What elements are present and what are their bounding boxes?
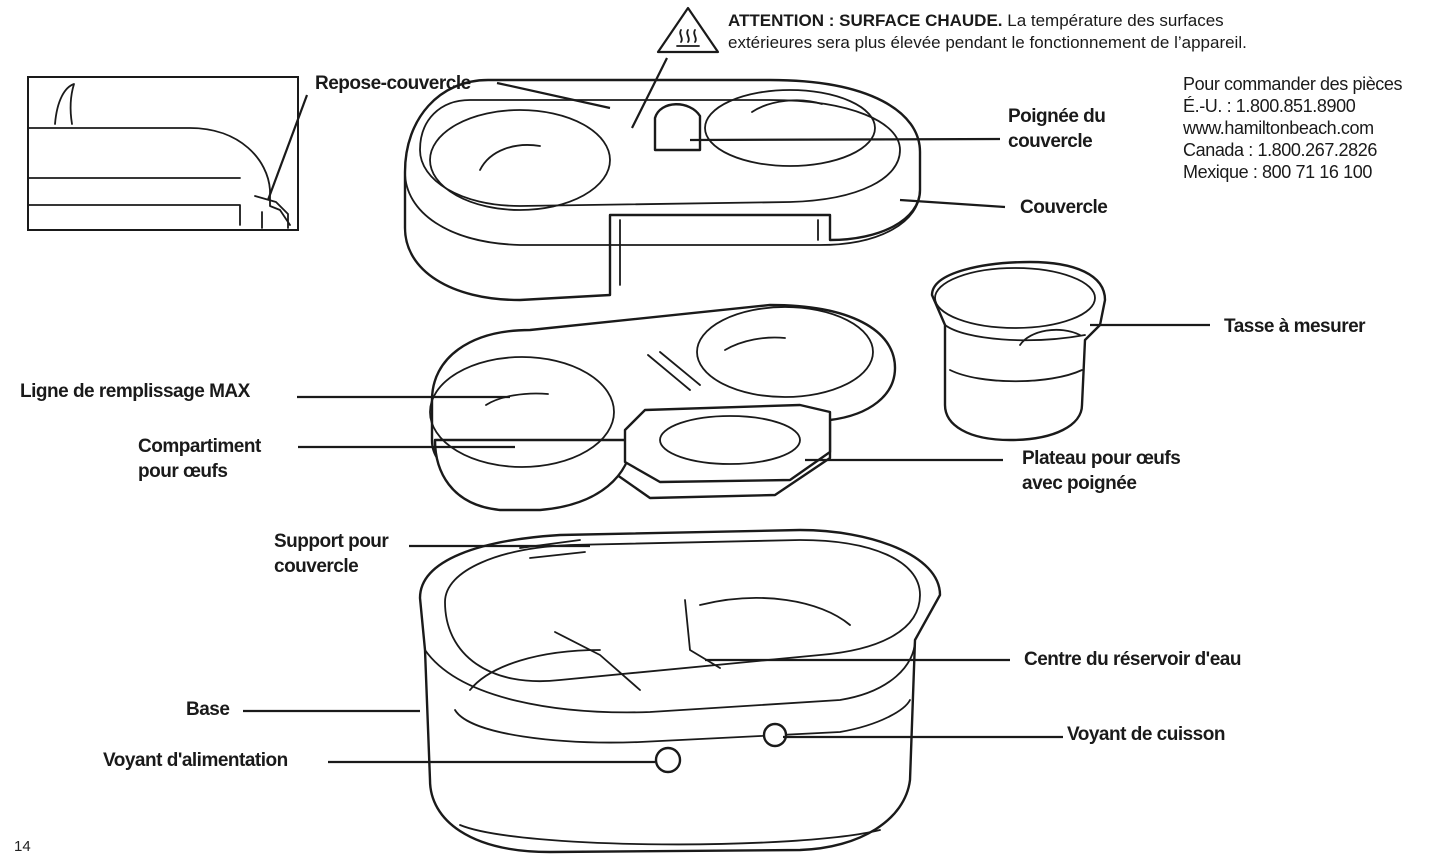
label-egg-tray: Plateau pour œufs avec poignée: [1022, 446, 1181, 496]
label-egg-compartment-line2: pour œufs: [138, 461, 228, 482]
label-lid-support-line1: Support pour: [274, 531, 389, 552]
label-egg-compartment-line1: Compartiment: [138, 436, 261, 457]
label-cook-light: Voyant de cuisson: [1067, 724, 1225, 745]
order-line-4: Canada : 1.800.267.2826: [1183, 140, 1377, 160]
egg-tray: [429, 303, 897, 512]
hot-surface-warning: ATTENTION : SURFACE CHAUDE. La températu…: [728, 10, 1247, 54]
label-egg-compartment: Compartiment pour œufs: [138, 434, 261, 484]
measuring-cup: [930, 260, 1107, 442]
warning-text-line1: La température des surfaces: [1007, 11, 1224, 30]
label-measuring-cup: Tasse à mesurer: [1224, 316, 1366, 337]
label-lid-handle-line2: couvercle: [1008, 131, 1093, 152]
label-lid-handle: Poignée du couvercle: [1008, 104, 1106, 154]
label-egg-tray-line2: avec poignée: [1022, 473, 1137, 494]
order-line-5: Mexique : 800 71 16 100: [1183, 162, 1372, 182]
hot-surface-warning-icon: [656, 6, 720, 54]
label-lid: Couvercle: [1020, 197, 1108, 218]
base: [418, 528, 942, 854]
label-lid-support: Support pour couvercle: [274, 529, 389, 579]
order-line-2: É.-U. : 1.800.851.8900: [1183, 96, 1356, 116]
lid: [403, 78, 922, 302]
parts-order-info: Pour commander des pièces É.-U. : 1.800.…: [1183, 73, 1403, 183]
order-line-3: www.hamiltonbeach.com: [1183, 118, 1374, 138]
warning-title: ATTENTION : SURFACE CHAUDE.: [728, 11, 1003, 30]
label-egg-tray-line1: Plateau pour œufs: [1022, 448, 1181, 469]
label-lid-support-line2: couvercle: [274, 556, 359, 577]
label-lid-handle-line1: Poignée du: [1008, 106, 1106, 127]
label-power-light: Voyant d'alimentation: [103, 750, 288, 771]
leader-lines: [243, 57, 1210, 764]
warning-text-line2: extérieures sera plus élevée pendant le …: [728, 33, 1247, 52]
label-lid-rest: Repose-couvercle: [315, 73, 471, 94]
order-line-1: Pour commander des pièces: [1183, 74, 1403, 94]
label-water-reservoir-center: Centre du réservoir d'eau: [1024, 649, 1241, 670]
label-max-fill-line: Ligne de remplissage MAX: [20, 381, 250, 402]
label-base: Base: [186, 699, 230, 720]
page-number: 14: [14, 838, 31, 855]
lid-rest-inset: [27, 76, 299, 231]
